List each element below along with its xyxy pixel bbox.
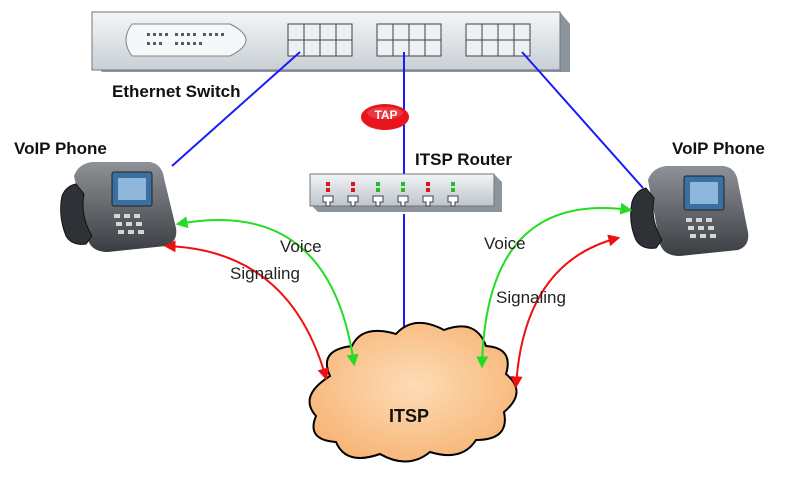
router-led xyxy=(426,182,430,186)
itsp-router-label: ITSP Router xyxy=(415,150,512,169)
router-led xyxy=(351,182,355,186)
left-voice-arrow xyxy=(175,216,359,367)
itsp-cloud xyxy=(308,322,518,463)
router-led-group xyxy=(326,182,455,192)
router-led xyxy=(401,182,405,186)
voip-phone-left-label: VoIP Phone xyxy=(14,139,107,158)
signaling-right-label: Signaling xyxy=(496,288,566,307)
itsp-cloud-label: ITSP xyxy=(388,406,429,426)
voice-right-label: Voice xyxy=(484,234,526,253)
signaling-left-label: Signaling xyxy=(230,264,300,283)
router-led xyxy=(326,188,330,192)
router-led xyxy=(376,182,380,186)
right-signaling-arrow xyxy=(510,234,621,389)
tap-label: TAP xyxy=(374,108,398,122)
right-voice-arrow xyxy=(476,202,633,369)
router-led xyxy=(451,182,455,186)
tap-badge xyxy=(361,104,409,130)
link-switch-to-left-phone xyxy=(171,51,301,167)
router-led xyxy=(426,188,430,192)
ethernet-switch-label: Ethernet Switch xyxy=(112,82,241,101)
switch-port-block-3 xyxy=(465,23,531,57)
switch-port-block-1 xyxy=(287,23,353,57)
itsp-router xyxy=(309,173,502,212)
router-led xyxy=(401,188,405,192)
voip-phone-right-label: VoIP Phone xyxy=(672,139,765,158)
router-led xyxy=(326,182,330,186)
router-led xyxy=(376,188,380,192)
link-switch-to-right-phone xyxy=(521,51,644,189)
router-led xyxy=(451,188,455,192)
voip-phone-right-icon xyxy=(630,166,749,256)
switch-port-block-2 xyxy=(376,23,442,57)
router-led xyxy=(351,188,355,192)
voice-left-label: Voice xyxy=(280,237,322,256)
ethernet-switch xyxy=(91,11,570,72)
left-signaling-arrow xyxy=(163,240,330,381)
voip-phone-left-icon xyxy=(60,162,177,252)
